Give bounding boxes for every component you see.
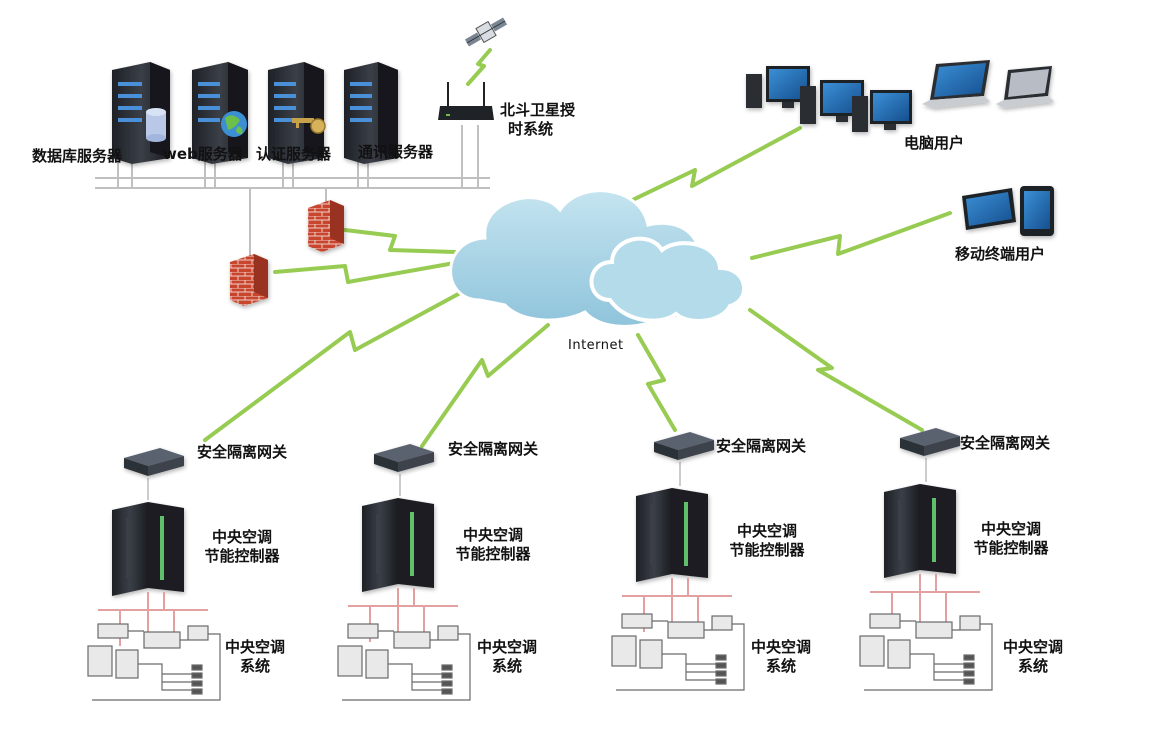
label-controller-2-line2: 节能控制器 <box>455 545 531 563</box>
label-controller-3-line2: 节能控制器 <box>729 541 805 559</box>
link-firewall1-cloud <box>343 228 457 254</box>
label-auth-server: 认证服务器 <box>256 145 332 163</box>
link-cloud-pc <box>620 126 802 207</box>
label-comm-server: 通讯服务器 <box>358 143 434 161</box>
server-comm <box>344 62 398 164</box>
label-controller-1-line2: 节能控制器 <box>204 547 280 565</box>
label-controller-4-line2: 节能控制器 <box>973 539 1049 557</box>
pc-users-icon <box>746 66 912 132</box>
label-controller-1-line1: 中央空调 <box>211 528 272 546</box>
link-satellite-antenna <box>466 48 492 86</box>
internet-cloud-icon <box>449 189 747 328</box>
globe-icon <box>221 111 247 137</box>
ac-system-icon-2 <box>337 623 471 701</box>
label-system-2-line2: 系统 <box>491 657 522 675</box>
ac-system-icon-4 <box>859 613 993 691</box>
link-cloud-site2 <box>420 323 550 448</box>
key-icon <box>292 118 326 134</box>
firewall-upper <box>308 200 344 252</box>
timing-antenna-icon <box>438 82 494 120</box>
site-3 <box>611 432 745 691</box>
label-system-4-line1: 中央空调 <box>1002 638 1063 656</box>
gateway-icon-3 <box>654 432 714 460</box>
sites-layer <box>87 428 993 701</box>
server-lan <box>95 125 490 258</box>
label-internet: Internet <box>568 338 624 353</box>
wireless-links <box>203 48 952 448</box>
link-cloud-site3 <box>636 333 677 432</box>
link-cloud-mobile <box>750 211 952 260</box>
label-gateway-4: 安全隔离网关 <box>960 434 1051 452</box>
label-system-2-line1: 中央空调 <box>476 638 537 656</box>
label-system-3-line2: 系统 <box>765 657 796 675</box>
ac-system-icon-3 <box>611 613 745 691</box>
satellite-icon <box>464 17 508 47</box>
label-web-server: web服务器 <box>163 145 243 163</box>
site-4 <box>859 428 993 691</box>
label-beidou-line1: 北斗卫星授 <box>500 101 576 119</box>
label-gateway-3: 安全隔离网关 <box>716 437 807 455</box>
label-gateway-2: 安全隔离网关 <box>448 440 539 458</box>
controller-cabinet-icon-4 <box>884 484 956 578</box>
controller-cabinet-icon-3 <box>636 488 708 582</box>
server-auth <box>268 62 324 164</box>
label-system-4-line2: 系统 <box>1017 657 1048 675</box>
label-system-1-line2: 系统 <box>239 657 270 675</box>
label-mobile-users: 移动终端用户 <box>955 245 1046 263</box>
site-connectors <box>147 458 927 500</box>
label-controller-3-line1: 中央空调 <box>736 522 797 540</box>
controller-cabinet-icon-1 <box>112 502 184 596</box>
link-cloud-site1 <box>203 290 464 442</box>
label-gateway-1: 安全隔离网关 <box>197 443 288 461</box>
site-2 <box>337 444 471 701</box>
laptop-icon <box>922 60 1054 108</box>
link-cloud-site4 <box>748 308 924 432</box>
gateway-icon-2 <box>374 444 434 472</box>
tablet-icon <box>962 186 1054 236</box>
label-database-server: 数据库服务器 <box>32 147 123 165</box>
label-system-1-line1: 中央空调 <box>224 638 285 656</box>
label-controller-2-line1: 中央空调 <box>462 526 523 544</box>
gateway-icon-4 <box>900 428 960 456</box>
controller-cabinet-icon-2 <box>362 498 434 592</box>
ac-system-icon-1 <box>87 623 221 701</box>
database-icon <box>146 108 166 142</box>
label-system-3-line1: 中央空调 <box>750 638 811 656</box>
label-pc-users: 电脑用户 <box>904 134 965 152</box>
label-beidou-line2: 时系统 <box>508 120 554 138</box>
gateway-icon-1 <box>124 448 184 476</box>
site-1 <box>87 448 221 701</box>
link-firewall2-cloud <box>273 260 462 284</box>
firewall-lower <box>230 254 268 306</box>
label-controller-4-line1: 中央空调 <box>980 520 1041 538</box>
